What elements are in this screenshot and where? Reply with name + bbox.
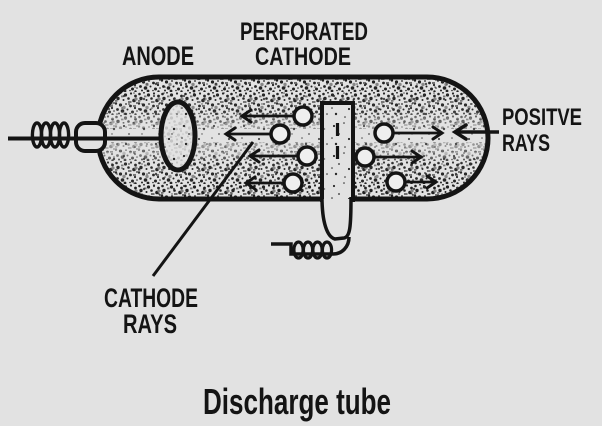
perforated-cathode-label-line2: CATHODE bbox=[255, 43, 351, 71]
positive-ray-arrows bbox=[354, 122, 445, 193]
cathode-rays-label-line1: CATHODE bbox=[104, 283, 198, 313]
cathode-ray-arrow bbox=[247, 145, 318, 167]
anode-disc bbox=[158, 99, 198, 173]
positive-rays-label-line1: POSITVE bbox=[502, 104, 582, 131]
bottom-heater-coil bbox=[292, 240, 334, 260]
cathode-lead-wire bbox=[271, 236, 351, 256]
left-heater-coil bbox=[30, 121, 71, 149]
anode-lead-assembly bbox=[8, 121, 165, 153]
particle-circle bbox=[269, 123, 291, 145]
cathode-stem bbox=[320, 196, 353, 241]
cathode-ray-arrows bbox=[223, 105, 318, 194]
cathode-ray-arrow bbox=[243, 172, 304, 194]
positive-ray-arrow bbox=[373, 122, 445, 144]
positive-ray-arrow bbox=[354, 146, 424, 168]
perforated-cathode bbox=[271, 101, 355, 260]
particle-circle bbox=[354, 146, 376, 168]
perforated-cathode-label-line1: PERFORATED bbox=[240, 18, 368, 46]
particle-circle bbox=[292, 105, 314, 127]
cathode-ray-arrow bbox=[239, 105, 314, 127]
positive-rays-label-line2: RAYS bbox=[502, 130, 550, 157]
particle-circle bbox=[296, 145, 318, 167]
particle-circle bbox=[373, 122, 395, 144]
particle-circle bbox=[385, 171, 407, 193]
anode-label: ANODE bbox=[122, 41, 194, 71]
particle-circle bbox=[282, 172, 304, 194]
figure-caption: Discharge tube bbox=[203, 381, 391, 422]
cathode-rays-label-line2: RAYS bbox=[123, 309, 177, 339]
cathode-rays-pointer-line bbox=[151, 141, 255, 277]
positive-ray-arrow bbox=[385, 171, 439, 193]
cathode-ray-arrow bbox=[223, 123, 291, 145]
